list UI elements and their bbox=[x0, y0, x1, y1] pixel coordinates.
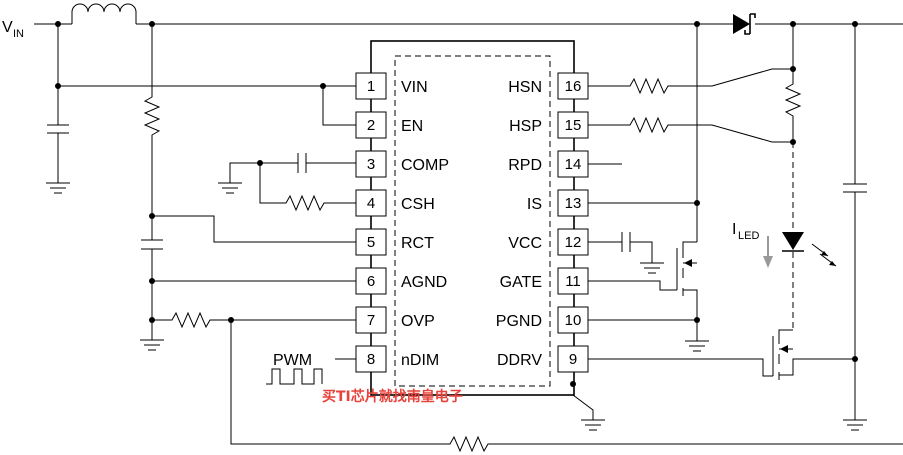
ground-symbol bbox=[843, 419, 867, 431]
svg-text:14: 14 bbox=[565, 156, 582, 173]
rct-capacitor bbox=[141, 239, 163, 340]
svg-text:1: 1 bbox=[367, 78, 375, 95]
svg-text:7: 7 bbox=[367, 312, 375, 329]
sense-resistor bbox=[784, 24, 802, 142]
svg-text:VCC: VCC bbox=[508, 235, 542, 252]
svg-text:RCT: RCT bbox=[401, 235, 434, 252]
switch-mosfet-terminals bbox=[683, 262, 698, 341]
svg-text:HSP: HSP bbox=[509, 118, 542, 135]
pin-7: 7 OVP bbox=[355, 306, 435, 334]
pwm-waveform bbox=[266, 368, 323, 385]
pin-3: 3 COMP bbox=[355, 150, 449, 178]
dim-mosfet-channel bbox=[778, 329, 793, 380]
feedback-resistor-path bbox=[230, 320, 903, 453]
ground-symbol bbox=[46, 182, 70, 194]
pin-1: 1 VIN bbox=[355, 72, 428, 100]
svg-text:AGND: AGND bbox=[401, 274, 447, 291]
pin-6: 6 AGND bbox=[355, 267, 447, 295]
svg-text:RPD: RPD bbox=[508, 157, 542, 174]
pwm-label: PWM bbox=[273, 352, 312, 369]
en-wire bbox=[322, 86, 356, 126]
switch-mosfet-arrow bbox=[684, 259, 692, 267]
ground-symbol bbox=[640, 262, 664, 274]
pin-11: 11 GATE bbox=[500, 267, 589, 295]
junction-dots bbox=[55, 21, 858, 387]
schottky-diode bbox=[733, 14, 750, 34]
svg-text:CSH: CSH bbox=[401, 196, 435, 213]
pin-8: 8 nDIM bbox=[355, 345, 439, 373]
svg-text:GATE: GATE bbox=[500, 274, 542, 291]
svg-text:IS: IS bbox=[527, 196, 542, 213]
svg-text:EN: EN bbox=[401, 118, 423, 135]
pin-9: 9 DDRV bbox=[497, 345, 589, 373]
svg-text:13: 13 bbox=[565, 195, 582, 212]
svg-text:nDIM: nDIM bbox=[401, 352, 439, 369]
led-ray-arrows bbox=[821, 251, 836, 266]
ground-symbol bbox=[581, 419, 605, 431]
ic-thermal-pad bbox=[394, 55, 551, 387]
ovp-top-resistor bbox=[143, 24, 161, 240]
ic-right-pins: 16 HSN 15 HSP 14 RPD 13 IS 12 VCC 11 GATE 10 PG… bbox=[496, 72, 589, 373]
input-capacitor bbox=[47, 86, 69, 183]
dim-mosfet-terminals bbox=[779, 348, 855, 376]
schottky-diode-bar bbox=[744, 13, 756, 35]
pin-13: 13 IS bbox=[527, 189, 589, 217]
svg-text:5: 5 bbox=[367, 234, 375, 251]
ground-symbol bbox=[218, 182, 242, 194]
rct-wire bbox=[152, 215, 356, 243]
vin-to-pin1 bbox=[57, 24, 356, 87]
ground-symbol bbox=[140, 339, 164, 351]
pin-12: 12 VCC bbox=[508, 228, 589, 256]
dim-mosfet-arrow bbox=[780, 345, 788, 353]
gate-wire bbox=[588, 280, 677, 291]
svg-text:8: 8 bbox=[367, 351, 375, 368]
svg-text:16: 16 bbox=[565, 78, 582, 95]
svg-text:HSN: HSN bbox=[508, 79, 542, 96]
svg-text:12: 12 bbox=[565, 234, 582, 251]
iled-label: I bbox=[732, 221, 736, 238]
svg-text:4: 4 bbox=[367, 195, 375, 212]
svg-text:COMP: COMP bbox=[401, 157, 449, 174]
pin-14: 14 RPD bbox=[508, 150, 589, 178]
svg-text:3: 3 bbox=[367, 156, 375, 173]
vin-label-sub: IN bbox=[13, 28, 24, 40]
vcc-capacitor bbox=[588, 232, 653, 263]
svg-text:2: 2 bbox=[367, 117, 375, 134]
ic-body bbox=[370, 40, 575, 396]
svg-text:11: 11 bbox=[565, 273, 581, 290]
svg-text:10: 10 bbox=[565, 312, 582, 329]
svg-text:VIN: VIN bbox=[401, 79, 428, 96]
svg-text:DDRV: DDRV bbox=[497, 352, 542, 369]
switch-mosfet-channel bbox=[682, 241, 697, 296]
ddrv-wire bbox=[588, 358, 773, 377]
ground-symbol bbox=[685, 340, 709, 352]
ic-left-pins: 1 VIN 2 EN 3 COMP 4 CSH 5 RCT 6 AGND 7 OVP 8 nDI… bbox=[355, 72, 449, 373]
svg-text:6: 6 bbox=[367, 273, 375, 290]
ovp-resistor bbox=[152, 311, 356, 329]
csh-resistor bbox=[259, 163, 356, 212]
comp-capacitor bbox=[229, 153, 356, 183]
iled-label-sub: LED bbox=[738, 230, 759, 242]
svg-text:15: 15 bbox=[565, 117, 582, 134]
hsn-resistor bbox=[588, 68, 793, 95]
is-wire bbox=[588, 24, 698, 242]
input-inductor bbox=[71, 3, 137, 24]
ic-ground-wire bbox=[572, 394, 594, 420]
pin-15: 15 HSP bbox=[509, 111, 589, 139]
pin-16: 16 HSN bbox=[508, 72, 589, 100]
output-capacitor bbox=[843, 24, 867, 420]
vin-label: V bbox=[2, 19, 13, 36]
led-icon bbox=[782, 232, 804, 250]
pin-10: 10 PGND bbox=[496, 306, 589, 334]
pin-5: 5 RCT bbox=[355, 228, 434, 256]
pin-2: 2 EN bbox=[355, 111, 423, 139]
svg-text:PGND: PGND bbox=[496, 313, 542, 330]
svg-text:OVP: OVP bbox=[401, 313, 435, 330]
watermark: 买TI芯片就找南皇电子 bbox=[322, 388, 463, 405]
hsp-resistor bbox=[588, 116, 793, 143]
iled-arrowhead bbox=[763, 256, 773, 268]
svg-text:9: 9 bbox=[569, 351, 577, 368]
